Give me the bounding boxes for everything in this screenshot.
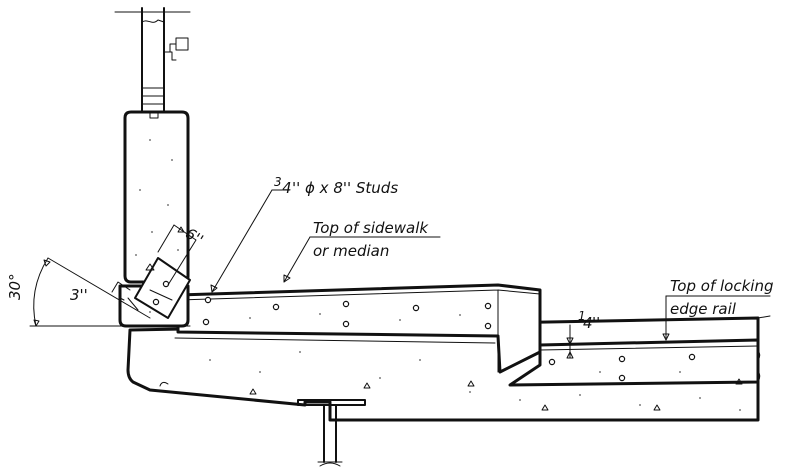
- sidewalk-median-block: [174, 283, 542, 374]
- steel-girder: [297, 399, 366, 467]
- approach-slab: [508, 338, 760, 387]
- quarter-unit: '': [592, 314, 600, 332]
- studs-label-text: '' ϕ x 8'' Studs: [292, 179, 398, 197]
- studs-label: 3 4 '' ϕ x 8'' Studs: [274, 175, 398, 197]
- studs-fraction-denominator: 4: [282, 179, 292, 197]
- studs-fraction-numerator: 3: [274, 175, 282, 189]
- quarter-numerator: 1: [578, 309, 586, 323]
- quarter-denominator: 4: [583, 314, 593, 332]
- sidewalk-label-line2: or median: [313, 242, 389, 260]
- leader-lines: [29, 189, 771, 359]
- three-inch-dimension: 3'': [70, 286, 88, 304]
- angle-dimension: 30°: [6, 273, 24, 300]
- quarter-inch-dimension: 1 4 '': [578, 309, 600, 332]
- aggregate-texture: [135, 139, 743, 411]
- sidewalk-label-line1: Top of sidewalk: [313, 219, 429, 237]
- joint-plate: [134, 257, 191, 319]
- barrier-post: [114, 7, 191, 119]
- rail-label-line2: edge rail: [670, 300, 737, 318]
- rail-label-line1: Top of locking: [670, 277, 773, 295]
- stud-circles: [202, 296, 696, 382]
